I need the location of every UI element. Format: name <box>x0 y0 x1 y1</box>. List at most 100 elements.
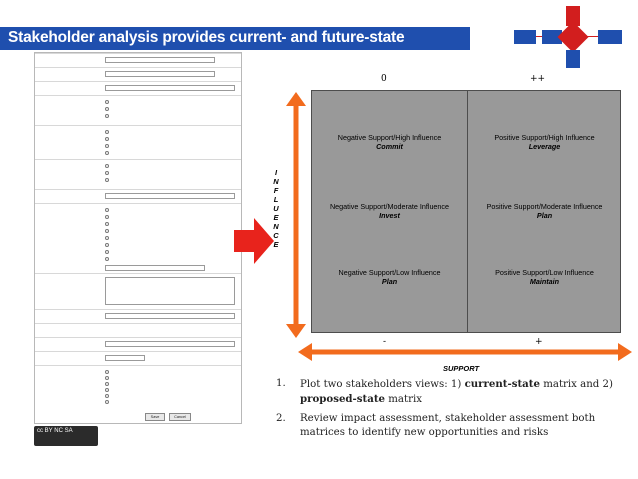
radio-button[interactable] <box>105 394 109 398</box>
matrix-divider <box>467 91 468 332</box>
support-axis-label: SUPPORT <box>443 364 480 373</box>
form-input[interactable] <box>105 57 215 63</box>
radio-button[interactable] <box>105 400 109 404</box>
slide-title: Stakeholder analysis provides current- a… <box>8 29 405 46</box>
matrix-cell-pos-low: Positive Support/Low Influence Maintain <box>467 268 622 286</box>
matrix-cell-neg-low: Negative Support/Low Influence Plan <box>312 268 467 286</box>
form-input[interactable] <box>105 265 205 271</box>
form-row <box>35 189 241 203</box>
instruction-text: Review impact assessment, stakeholder as… <box>300 413 596 438</box>
mini-box-5 <box>598 30 622 44</box>
radio-button[interactable] <box>105 100 109 104</box>
mini-diamond <box>557 21 589 53</box>
form-row <box>35 337 241 351</box>
instruction-emphasis: current-state <box>464 378 540 390</box>
cell-title: Negative Support/Low Influence <box>338 268 441 277</box>
instruction-item: 1. Plot two stakeholders views: 1) curre… <box>276 377 628 407</box>
influence-letter: I <box>274 168 278 177</box>
right-arrow-icon <box>234 218 274 264</box>
cell-title: Negative Support/High Influence <box>337 133 442 142</box>
form-input[interactable] <box>105 193 235 199</box>
influence-letter: N <box>273 177 279 186</box>
cancel-button[interactable]: Cancel <box>169 413 191 421</box>
radio-button[interactable] <box>105 164 109 168</box>
mini-box-4 <box>566 50 580 68</box>
instruction-text: matrix <box>385 394 422 405</box>
radio-button[interactable] <box>105 229 109 233</box>
radio-button[interactable] <box>105 208 109 212</box>
instruction-item: 2. Review impact assessment, stakeholder… <box>276 412 628 440</box>
form-input[interactable] <box>105 71 215 77</box>
date-input[interactable] <box>105 355 145 361</box>
form-row <box>35 159 241 189</box>
form-row <box>35 351 241 365</box>
radio-button[interactable] <box>105 382 109 386</box>
instruction-list: 1. Plot two stakeholders views: 1) curre… <box>276 377 628 445</box>
radio-button[interactable] <box>105 171 109 175</box>
cell-title: Positive Support/Low Influence <box>495 268 594 277</box>
radio-button[interactable] <box>105 107 109 111</box>
radio-button[interactable] <box>105 151 109 155</box>
form-row <box>35 273 241 309</box>
form-input[interactable] <box>105 313 235 319</box>
radio-button[interactable] <box>105 114 109 118</box>
radio-button[interactable] <box>105 243 109 247</box>
axis-label-plus-plus: ++ <box>530 74 546 84</box>
mini-connector <box>536 36 542 37</box>
mini-box-3 <box>566 6 580 26</box>
stakeholder-form-screenshot: Save Cancel <box>34 52 242 424</box>
influence-letter: F <box>273 186 279 195</box>
influence-letter: C <box>273 231 279 240</box>
instruction-text: Plot two stakeholders views: 1) <box>300 379 465 390</box>
influence-letter: E <box>273 213 279 222</box>
radio-button[interactable] <box>105 178 109 182</box>
influence-letter: U <box>273 204 279 213</box>
radio-button[interactable] <box>105 215 109 219</box>
radio-button[interactable] <box>105 388 109 392</box>
axis-label-zero: 0 <box>381 74 387 84</box>
radio-button[interactable] <box>105 250 109 254</box>
form-row <box>35 95 241 125</box>
form-input[interactable] <box>105 85 235 91</box>
cell-action: Plan <box>536 211 553 220</box>
instruction-text: matrix and 2) <box>539 379 613 390</box>
matrix-cell-neg-high: Negative Support/High Influence Commit <box>312 133 467 151</box>
influence-letter: L <box>273 195 279 204</box>
form-row <box>35 309 241 323</box>
instruction-number: 1. <box>276 378 286 389</box>
cell-action: Plan <box>381 277 398 286</box>
form-row <box>35 125 241 159</box>
radio-button[interactable] <box>105 376 109 380</box>
instruction-emphasis: proposed-state <box>300 393 386 405</box>
axis-label-minus: - <box>383 337 387 347</box>
stakeholder-matrix: Negative Support/High Influence Commit P… <box>311 90 621 333</box>
form-row <box>35 53 241 67</box>
radio-button[interactable] <box>105 137 109 141</box>
form-row <box>35 67 241 81</box>
save-button[interactable]: Save <box>145 413 165 421</box>
radio-button[interactable] <box>105 130 109 134</box>
support-axis-arrow <box>298 343 632 361</box>
form-input[interactable] <box>105 341 235 347</box>
form-row <box>35 81 241 95</box>
instruction-number: 2. <box>276 413 286 424</box>
cell-title: Positive Support/Moderate Influence <box>486 202 603 211</box>
influence-letter: E <box>273 240 279 249</box>
radio-button[interactable] <box>105 257 109 261</box>
radio-button[interactable] <box>105 222 109 226</box>
radio-button[interactable] <box>105 236 109 240</box>
creative-commons-badge: cc BY NC SA <box>34 426 98 446</box>
form-textarea[interactable] <box>105 277 235 305</box>
radio-button[interactable] <box>105 144 109 148</box>
cell-action: Maintain <box>529 277 560 286</box>
matrix-cell-pos-moderate: Positive Support/Moderate Influence Plan <box>467 202 622 220</box>
cell-action: Invest <box>379 211 400 220</box>
mini-box-2 <box>542 30 562 44</box>
mini-process-diagram <box>510 2 638 74</box>
slide-title-bar: Stakeholder analysis provides current- a… <box>0 27 470 50</box>
mini-connector <box>586 36 598 37</box>
cell-action: Leverage <box>528 142 561 151</box>
axis-label-plus: + <box>535 337 543 347</box>
radio-button[interactable] <box>105 370 109 374</box>
cell-title: Negative Support/Moderate Influence <box>329 202 450 211</box>
